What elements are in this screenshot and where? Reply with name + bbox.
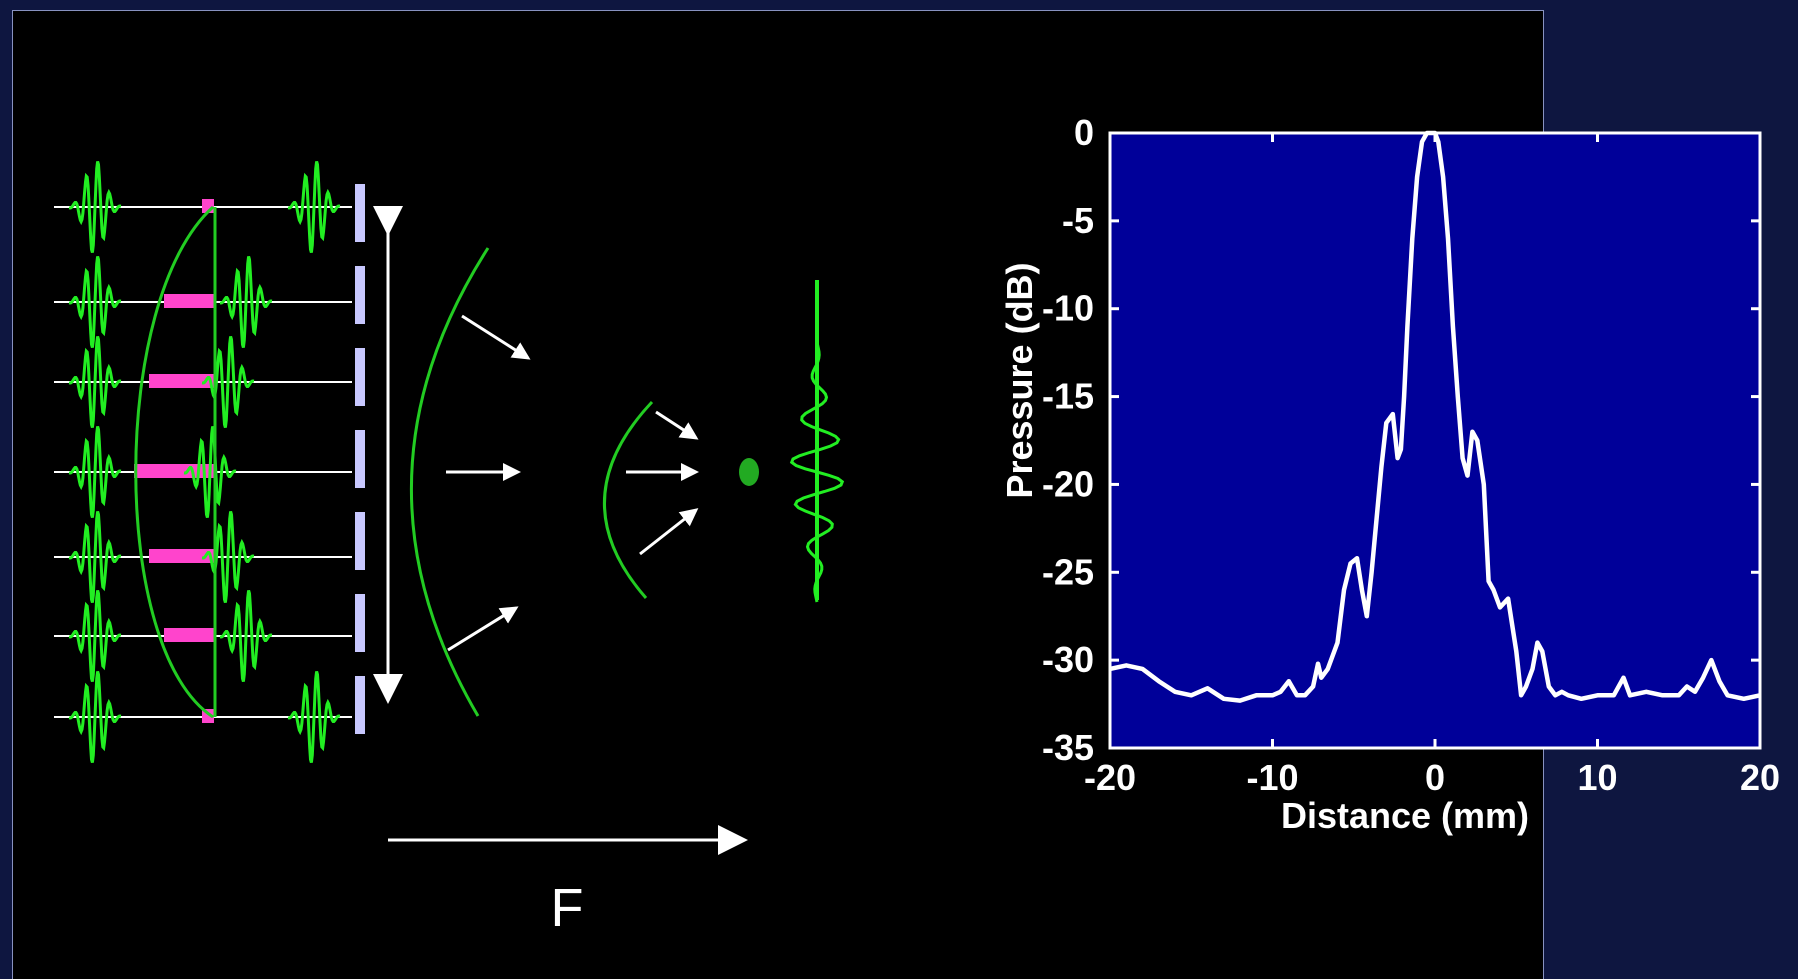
focal-length-label: F — [551, 878, 584, 938]
delayed-pulse — [201, 335, 255, 429]
delayed-pulse — [287, 160, 341, 254]
beam-profile-chart: 0 -5 -10 -15 -20 -25 -30 -35 -20 -10 0 10 20 Distan… — [999, 112, 1780, 836]
input-pulse — [68, 255, 122, 349]
delay-bar — [149, 374, 214, 388]
input-pulse — [68, 589, 122, 683]
array-focusing-schematic: F — [54, 160, 845, 938]
input-pulse — [68, 425, 122, 519]
delay-profile-curve — [134, 205, 215, 719]
y-tick-label: -5 — [1062, 200, 1094, 241]
y-tick-label: -10 — [1042, 288, 1094, 329]
input-pulse — [68, 335, 122, 429]
plot-area — [1108, 131, 1762, 750]
y-tick-label: -20 — [1042, 463, 1094, 504]
delayed-pulse — [219, 589, 273, 683]
x-tick-label: 10 — [1577, 757, 1617, 798]
x-tick-label: -20 — [1084, 757, 1136, 798]
wavefront-large — [409, 247, 490, 717]
delay-bar — [134, 464, 214, 478]
x-tick-label: -10 — [1246, 757, 1298, 798]
axis-ticks — [1108, 131, 1762, 750]
delay-bar — [149, 549, 214, 563]
y-tick-label: 0 — [1074, 112, 1094, 153]
delay-bars — [134, 199, 214, 723]
delayed-pulse — [201, 510, 255, 604]
wavefront-small — [603, 400, 654, 599]
focal-spot — [739, 458, 759, 486]
x-axis-label: Distance (mm) — [1281, 795, 1529, 836]
delay-bar — [164, 628, 214, 642]
pulse-waveforms — [68, 160, 341, 764]
focal-pulse-waveform — [789, 280, 845, 603]
pressure-profile-line — [1109, 130, 1761, 703]
input-pulse — [68, 160, 122, 254]
y-tick-label: -35 — [1042, 727, 1094, 768]
x-tick-label: 0 — [1425, 757, 1445, 798]
y-tick-labels: 0 -5 -10 -15 -20 -25 -30 -35 — [1042, 112, 1094, 768]
y-tick-label: -25 — [1042, 551, 1094, 592]
arrow-focus-lower — [639, 508, 699, 556]
x-tick-label: 20 — [1740, 757, 1780, 798]
delayed-pulse — [287, 670, 341, 764]
input-pulse — [68, 670, 122, 764]
delayed-pulse — [219, 255, 273, 349]
input-pulse — [68, 510, 122, 604]
y-tick-label: -30 — [1042, 639, 1094, 680]
delayed-pulse — [183, 425, 237, 519]
arrow-upper — [461, 314, 531, 360]
y-axis-label: Pressure (dB) — [999, 262, 1040, 498]
x-tick-labels: -20 -10 0 10 20 — [1084, 757, 1780, 798]
delay-bar — [164, 294, 214, 308]
arrow-focus-upper — [655, 410, 699, 440]
arrow-lower — [447, 606, 519, 652]
y-tick-label: -15 — [1042, 376, 1094, 417]
